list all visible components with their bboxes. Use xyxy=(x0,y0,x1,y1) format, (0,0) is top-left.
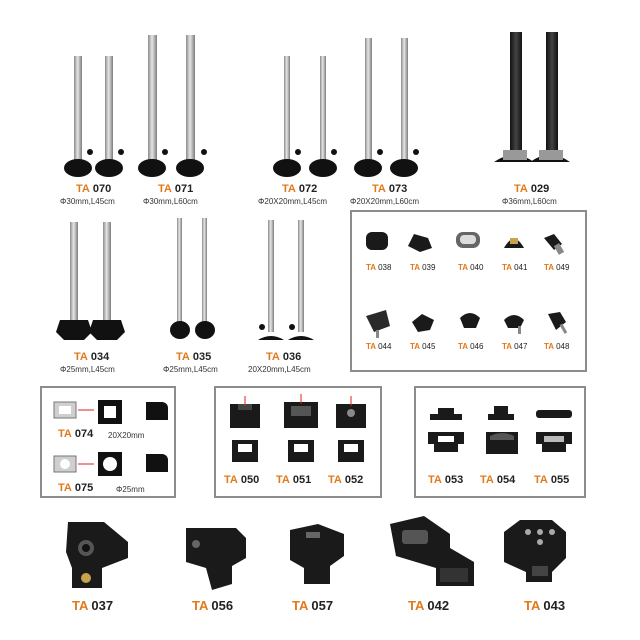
knobs-illustration xyxy=(366,232,568,338)
leg-ta070 xyxy=(64,56,124,177)
dim-ta074: 20X20mm xyxy=(108,431,145,440)
leg-ta072 xyxy=(273,56,337,177)
dim-ta029: Φ36mm,L60cm xyxy=(502,197,557,206)
leg-ta073 xyxy=(354,38,419,177)
brackets-illustration xyxy=(53,400,168,476)
dim-ta075: Φ25mm xyxy=(116,485,145,494)
dim-ta034: Φ25mm,L45cm xyxy=(60,365,115,374)
leg-ta029 xyxy=(494,32,570,162)
dim-ta071: Φ30mm,L60cm xyxy=(143,197,198,206)
dim-ta070: Φ30mm,L45cm xyxy=(60,197,115,206)
leg-ta035 xyxy=(170,218,215,339)
dim-ta073: Φ20X20mm,L60cm xyxy=(350,197,420,206)
connectors-b-illustration xyxy=(428,406,572,454)
leg-ta071 xyxy=(138,35,207,177)
dim-ta035: Φ25mm,L45cm xyxy=(163,365,218,374)
connectors-a-illustration xyxy=(230,394,366,462)
dim-ta072: Φ20X20mm,L45cm xyxy=(258,197,328,206)
leg-ta036 xyxy=(258,220,314,340)
leg-ta034 xyxy=(56,222,125,340)
dim-ta036: 20X20mm,L45cm xyxy=(248,365,311,374)
